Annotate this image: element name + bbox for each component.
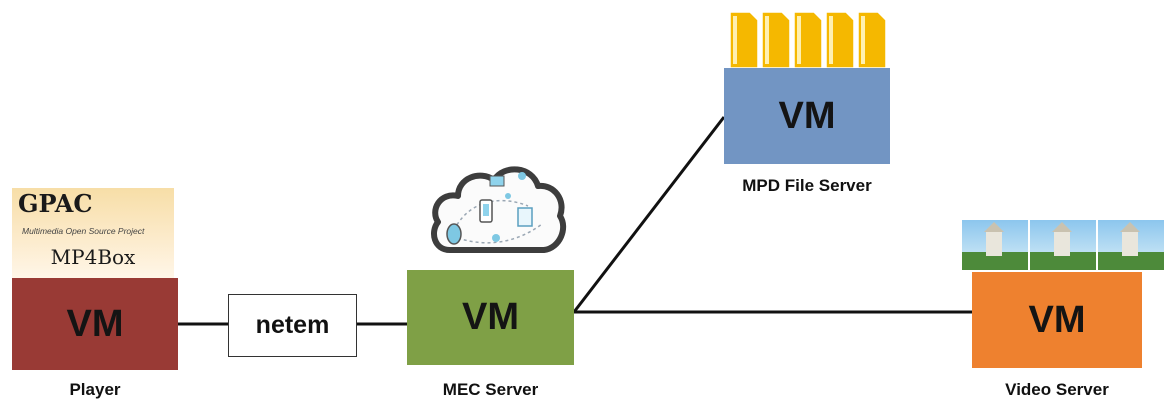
mp4box-label: MP4Box xyxy=(50,245,136,269)
document-stack-icon xyxy=(729,11,887,69)
player-vm-box: VM xyxy=(12,278,178,370)
mec-vm-box: VM xyxy=(407,270,574,365)
video-vm-box: VM xyxy=(972,272,1142,368)
netem-box: netem xyxy=(228,294,357,357)
player-label: Player xyxy=(69,380,121,399)
gpac-title: GPAC xyxy=(18,189,93,218)
mpd-file-server-label: MPD File Server xyxy=(742,176,872,195)
video-server-label: Video Server xyxy=(1005,380,1109,399)
cloud-network-icon xyxy=(431,166,567,253)
mpd-vm-box: VM xyxy=(724,68,890,164)
gpac-logo: GPAC Multimedia Open Source Project MP4B… xyxy=(12,188,174,278)
link-mec-mpd xyxy=(572,116,726,313)
video-thumbnail-icon xyxy=(962,220,1164,270)
mec-server-label: MEC Server xyxy=(442,380,539,399)
gpac-subtitle: Multimedia Open Source Project xyxy=(22,226,145,236)
